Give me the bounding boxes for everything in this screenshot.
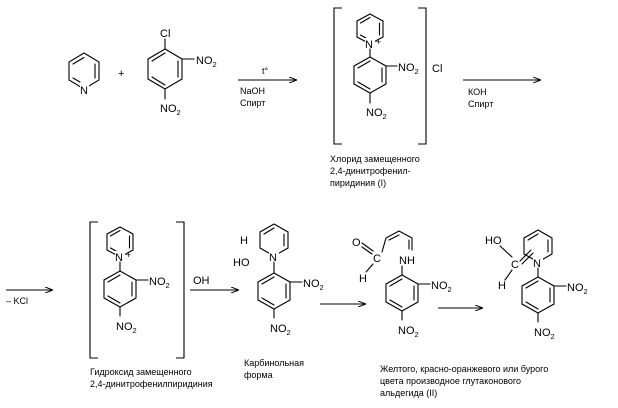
- nitro-group-label: NO2: [567, 282, 588, 296]
- intermediate-1-caption-line-3: пиридиния (I): [330, 178, 386, 188]
- nitro-group-label: NO2: [116, 321, 137, 335]
- enol-carbon-label: C: [511, 259, 519, 271]
- reactant-plus-sign: +: [118, 68, 124, 80]
- condition-koh: КОН: [468, 87, 487, 97]
- chlorodinitrobenzene-molecule: Cl NO2 NO2: [147, 28, 217, 117]
- hydroxide-counter-ion: OH: [193, 275, 210, 287]
- nitro-group-label: NO2: [398, 325, 419, 339]
- reaction-arrow-2: КОН Спирт: [463, 80, 540, 109]
- aldehyde-h-label: H: [359, 273, 367, 285]
- chlorine-label: Cl: [160, 28, 170, 40]
- pyridinium-nitrogen-label: N: [115, 252, 123, 264]
- carbinol-caption-line-1: Карбинольная: [244, 358, 304, 368]
- carbinol-h-label: H: [240, 235, 248, 247]
- final-caption-line-1: Желтого, красно-оранжевого или бурого: [380, 364, 548, 374]
- carbinol-ho-label: HO: [233, 257, 250, 269]
- pyridinium-nitrogen-label: N: [365, 39, 373, 51]
- condition-alcohol-2: Спирт: [468, 99, 493, 109]
- nitro-group-label: NO2: [149, 276, 170, 290]
- reaction-arrow-1: t° NaOH Спирт: [238, 66, 296, 108]
- hydroxide-caption-line-1: Гидроксид замещенного: [90, 367, 192, 377]
- carbinol-form-molecule: N H HO NO2 NO2: [233, 223, 324, 337]
- continuation-arrow: – KCl: [6, 290, 52, 306]
- nitro-group-label: NO2: [366, 107, 387, 121]
- intermediate-1-caption-line-2: 2,4-динитрофенил-: [330, 166, 411, 176]
- nitro-group-label: NO2: [196, 55, 217, 69]
- nitro-group-label: NO2: [303, 278, 324, 292]
- nitro-group-label: NO2: [431, 280, 452, 294]
- positive-charge: +: [376, 37, 381, 47]
- glutaconaldehyde-derivative-molecule: O C H NH NO2 NO2: [352, 230, 452, 339]
- amine-nh-label: NH: [399, 255, 415, 267]
- nitro-group-label: NO2: [398, 62, 419, 76]
- final-caption-line-3: альдегида (II): [380, 388, 437, 398]
- dihydropyridine-nitrogen-label: N: [269, 252, 277, 264]
- final-product-molecule: HO C H N NO2 NO2: [485, 229, 588, 341]
- condition-alcohol: Спирт: [240, 98, 265, 108]
- nitro-group-label: NO2: [270, 323, 291, 337]
- reaction-arrow-3: OH: [190, 275, 238, 290]
- aldehyde-oxygen-label: O: [352, 237, 361, 249]
- aldehyde-carbon-label: C: [373, 253, 381, 265]
- nitro-group-label: NO2: [534, 327, 555, 341]
- pyridine-nitrogen-label: N: [80, 85, 88, 97]
- final-nitrogen-label: N: [533, 258, 541, 270]
- enol-h-label: H: [498, 280, 506, 292]
- minus-kcl-label: – KCl: [6, 296, 28, 306]
- pyridinium-chloride-molecule: N + NO2 NO2: [333, 7, 427, 145]
- enol-ho-label: HO: [485, 235, 502, 247]
- condition-temperature: t°: [262, 66, 269, 76]
- positive-charge: +: [126, 250, 131, 260]
- pyridinium-hydroxide-molecule: N + NO2 NO2: [89, 221, 185, 359]
- final-caption-line-2: цвета производное глутаконового: [380, 376, 521, 386]
- chloride-counter-ion: Cl: [432, 63, 442, 75]
- hydroxide-caption-line-2: 2,4-динитрофенилпиридиния: [90, 379, 213, 389]
- carbinol-caption-line-2: форма: [244, 370, 273, 380]
- pyridine-molecule: N: [68, 52, 100, 97]
- condition-naoh: NaOH: [240, 86, 265, 96]
- intermediate-1-caption-line-1: Хлорид замещенного: [330, 154, 420, 164]
- nitro-group-label: NO2: [160, 103, 181, 117]
